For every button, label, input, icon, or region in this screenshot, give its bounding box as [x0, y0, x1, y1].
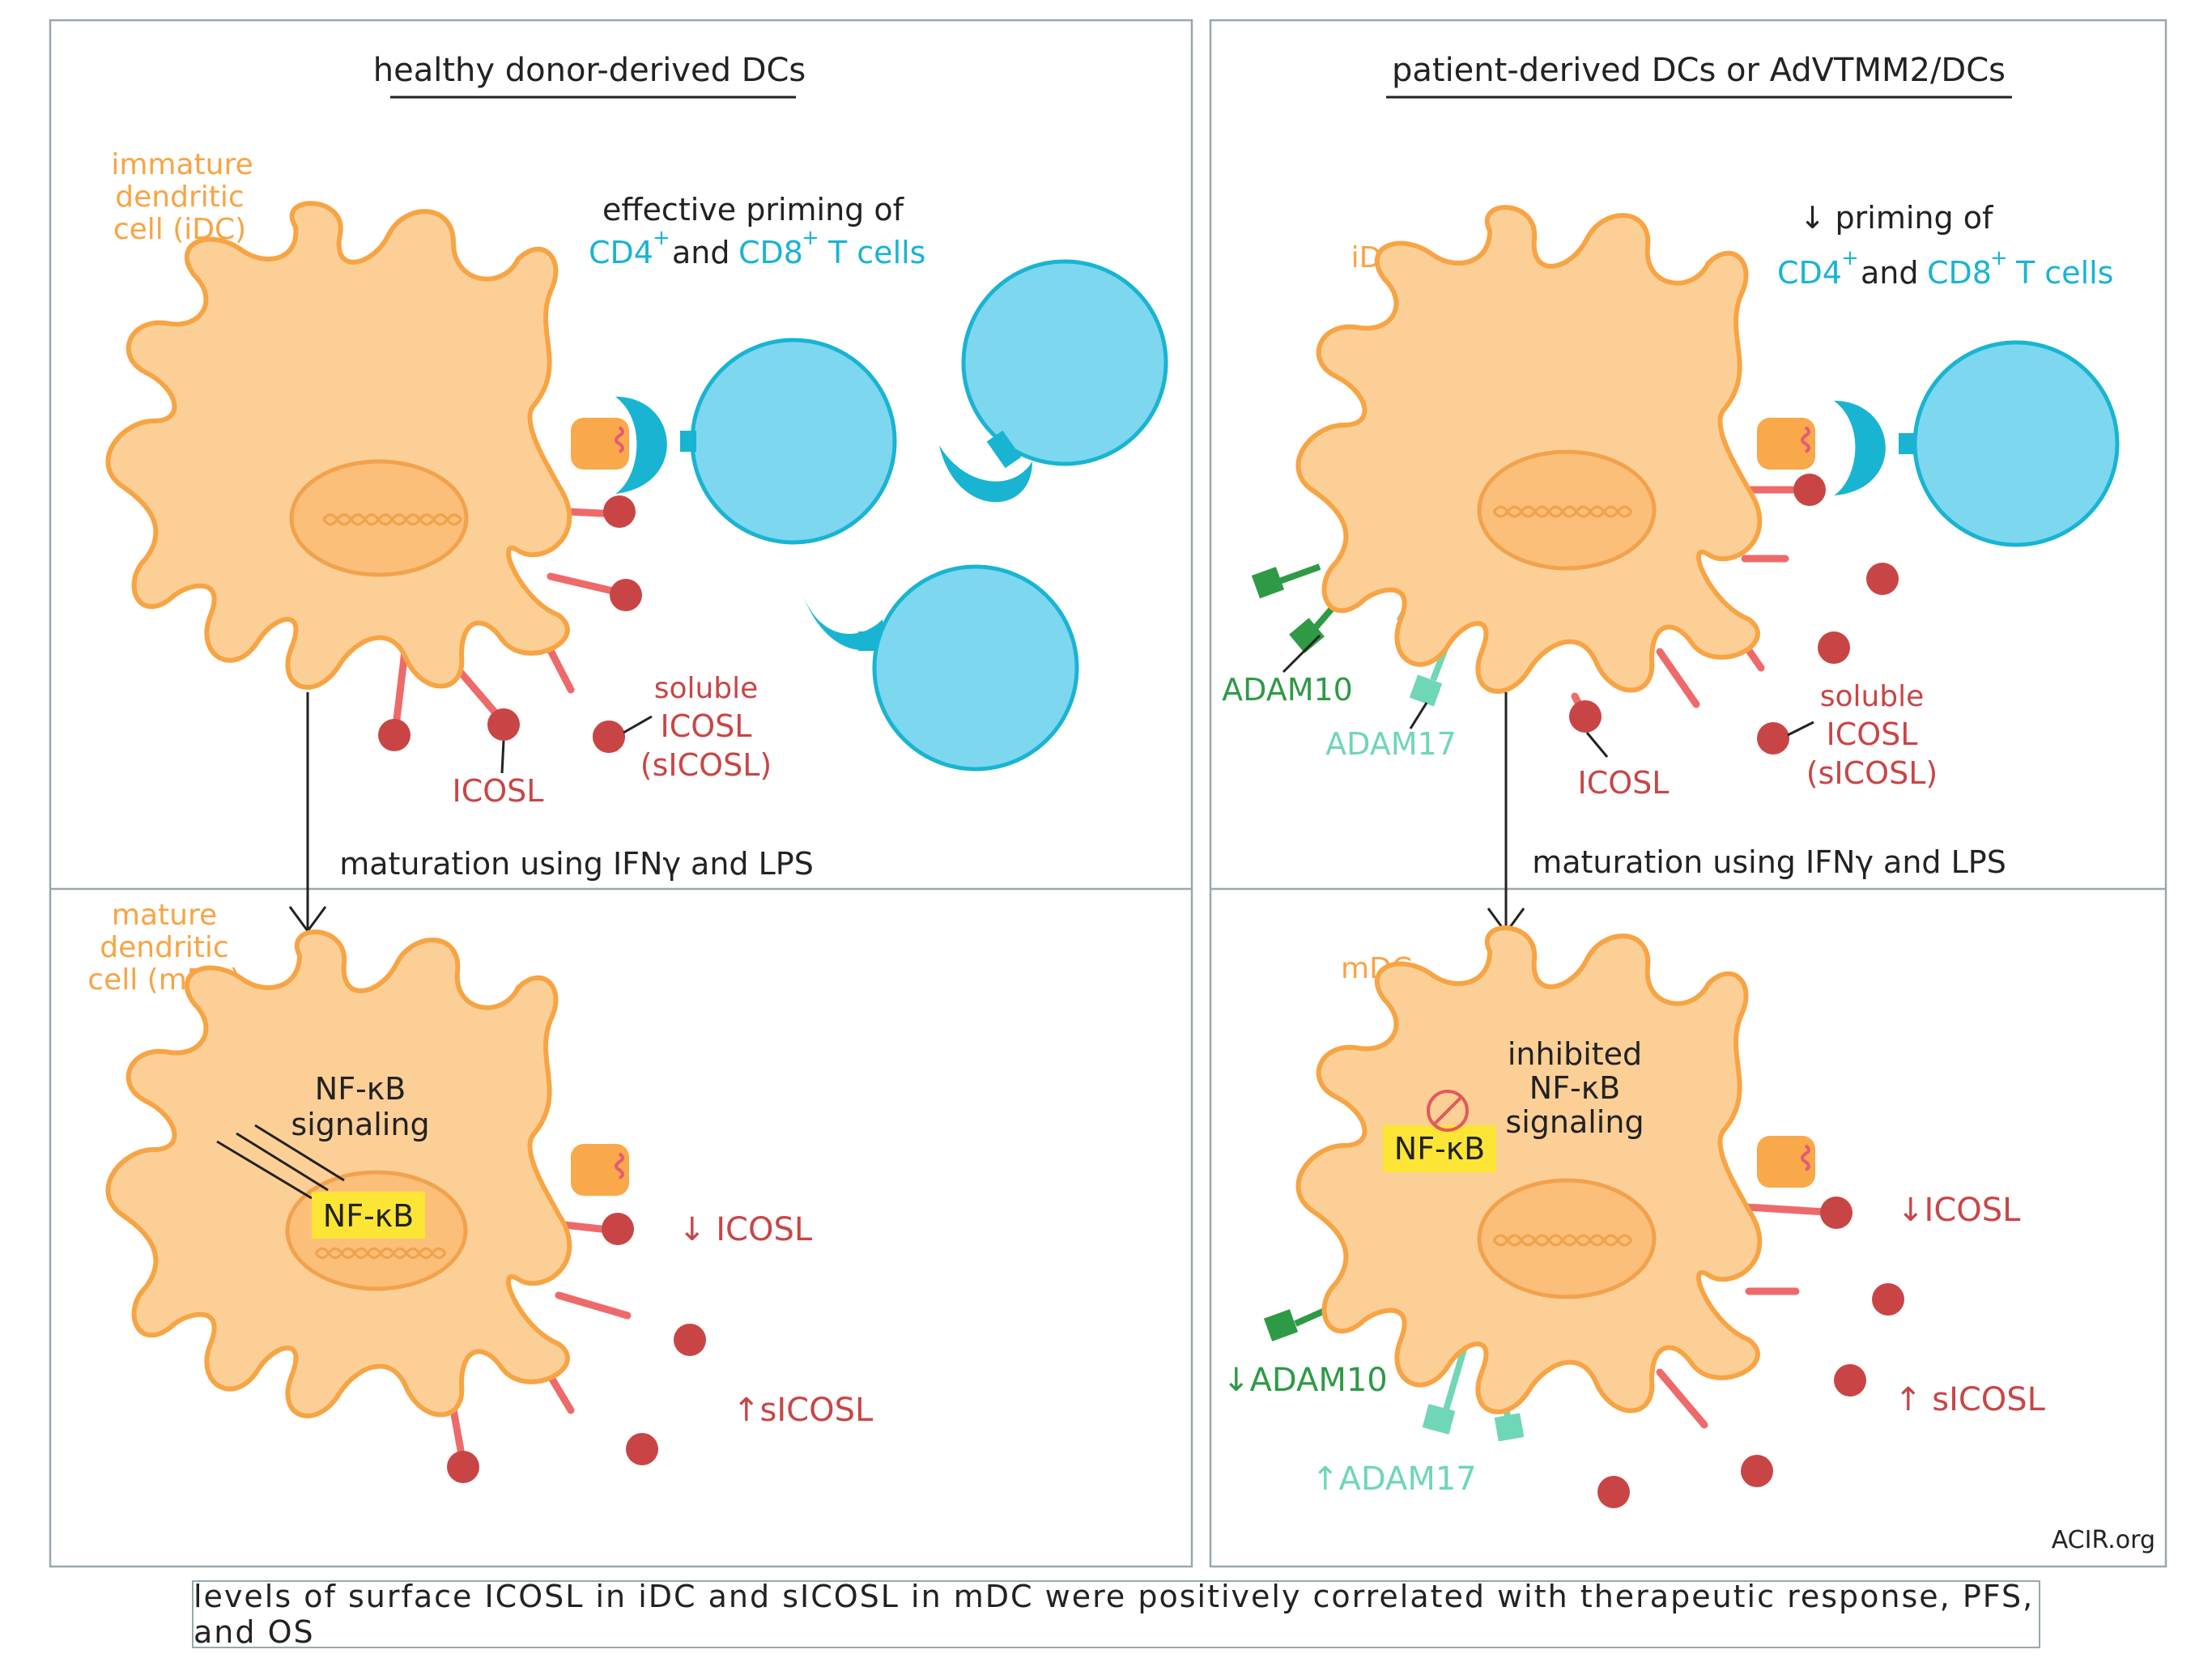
- left-nfkb-box: [312, 1192, 425, 1239]
- mdc-label-line1: mature: [112, 899, 217, 932]
- right-cd8-plus: +: [1990, 246, 2008, 270]
- left-and: and: [672, 235, 730, 270]
- left-soluble-line3: (sICOSL): [640, 747, 772, 783]
- right-mdc-cell: [1295, 925, 1842, 1429]
- left-cd8-plus: +: [802, 226, 819, 250]
- right-icosl-dots: [1569, 474, 1899, 755]
- idc-label-line2: dendritic: [115, 181, 244, 214]
- right-down-icosl: ↓ICOSL: [1897, 1192, 2021, 1229]
- right-cd4: CD4: [1777, 255, 1842, 291]
- left-up-sicosl: ↑sICOSL: [733, 1392, 874, 1429]
- panel-borders: [49, 19, 2167, 1568]
- right-icosl-label: ICOSL: [1578, 765, 1670, 801]
- right-priming-label: ↓ priming of CD4 + and CD8 + T cells: [1777, 200, 2113, 291]
- idc-label: immature dendritic cell (iDC): [111, 148, 253, 246]
- mdc-label-line2: dendritic: [100, 931, 228, 964]
- left-mdc-signal-lines: [216, 1124, 345, 1200]
- right-panel-title: patient-derived DCs or AdVTMM2/DCs: [1392, 52, 2006, 89]
- left-soluble-line2: ICOSL: [661, 708, 752, 744]
- left-tcell-2: [939, 259, 1168, 503]
- left-priming-label: effective priming of CD4 + and CD8 + T c…: [589, 192, 925, 270]
- left-bottom-section: mature dendritic cell (mDC) NF-κB signal…: [87, 899, 874, 1483]
- left-nfkb-box-label: NF-κB: [323, 1198, 414, 1234]
- left-nfkb-signal-line2: signaling: [291, 1107, 429, 1142]
- right-nfkb-box-label: NF-κB: [1394, 1131, 1485, 1167]
- right-nfkb-box: [1383, 1125, 1496, 1172]
- right-and: and: [1861, 255, 1919, 291]
- left-soluble-line1: soluble: [654, 672, 759, 705]
- left-maturation-label: maturation using IFNγ and LPS: [339, 846, 814, 882]
- right-bottom-section: mDC NF-κB inhib: [1223, 925, 2155, 1554]
- right-soluble-line2: ICOSL: [1827, 716, 1918, 752]
- left-idc-cell: [105, 201, 631, 737]
- left-cd4: CD4: [589, 235, 653, 270]
- left-tcells: T cells: [827, 235, 925, 270]
- left-tcell-1: [615, 338, 897, 545]
- right-cd8: CD8: [1927, 255, 1992, 291]
- right-soluble-label: soluble ICOSL (sICOSL): [1787, 680, 1938, 791]
- left-panel-title: healthy donor-derived DCs: [373, 52, 806, 89]
- right-cd4-plus: +: [1841, 246, 1859, 270]
- left-cd4-plus: +: [653, 226, 670, 250]
- right-top-section: patient-derived DCs or AdVTMM2/DCs iDC: [1222, 52, 2120, 935]
- right-adam10-label: ADAM10: [1222, 672, 1353, 708]
- left-mdc-icosl-dots: [447, 1213, 706, 1483]
- right-mdc-icosl-dots: [1597, 1197, 1904, 1508]
- right-idc-cell: [1295, 205, 1817, 721]
- credit-label: ACIR.org: [2052, 1526, 2155, 1554]
- left-panel-frame: [49, 19, 1193, 1568]
- footer-caption: levels of surface ICOSL in iDC and sICOS…: [192, 1579, 2040, 1650]
- right-maturation-label: maturation using IFNγ and LPS: [1532, 844, 2006, 880]
- left-tcell-3: [802, 564, 1079, 772]
- right-adam17-label: ADAM17: [1325, 726, 1457, 762]
- right-inhibited-line1: inhibited: [1508, 1036, 1642, 1072]
- left-icosl-text: ICOSL: [453, 773, 544, 809]
- right-priming-text: ↓ priming of: [1800, 200, 1994, 236]
- left-soluble-label: soluble ICOSL (sICOSL): [593, 672, 772, 783]
- left-down-icosl: ↓ ICOSL: [678, 1211, 813, 1248]
- right-up-sicosl: ↑ sICOSL: [1895, 1381, 2046, 1418]
- right-soluble-line3: (sICOSL): [1806, 755, 1938, 791]
- left-priming-text: effective priming of: [602, 192, 905, 227]
- left-top-section: healthy donor-derived DCs immature dendr…: [105, 52, 1168, 933]
- prohibited-icon: [1427, 1090, 1469, 1132]
- right-tcells: T cells: [2015, 255, 2113, 291]
- right-inhibited-line2: NF-κB: [1529, 1070, 1620, 1106]
- right-tcell: [1834, 340, 2120, 547]
- left-nfkb-signal-line1: NF-κB: [315, 1071, 406, 1107]
- right-inhibited-line3: signaling: [1505, 1104, 1644, 1140]
- idc-label-line1: immature: [111, 148, 253, 181]
- right-panel-frame: [1209, 19, 2167, 1568]
- right-soluble-line1: soluble: [1820, 680, 1925, 713]
- right-down-adam10: ↓ADAM10: [1223, 1362, 1388, 1399]
- left-cd8: CD8: [738, 235, 803, 270]
- left-icosl-label: ICOSL: [453, 740, 544, 809]
- right-up-adam17: ↑ADAM17: [1312, 1460, 1477, 1498]
